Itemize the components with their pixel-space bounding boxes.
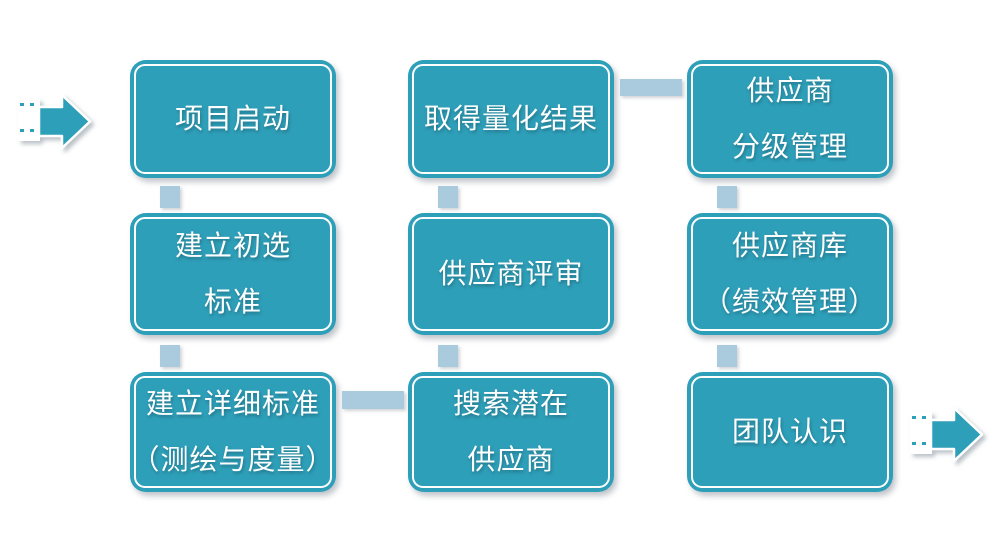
connector-col3-row2-row3 xyxy=(717,345,737,367)
flow-box-label: 团队认识 xyxy=(731,416,848,447)
flow-box-label: （测绘与度量） xyxy=(131,444,335,475)
flow-box-search-suppliers: 搜索潜在 供应商 xyxy=(408,372,614,492)
flow-box-label: 供应商库 xyxy=(731,230,848,261)
connector-row3-col1-col2 xyxy=(342,391,404,409)
flow-box-label: 取得量化结果 xyxy=(423,103,598,134)
flow-box-label: 供应商 xyxy=(467,444,555,475)
flow-box-label: 标准 xyxy=(203,286,262,317)
flow-box-detailed-criteria: 建立详细标准 （测绘与度量） xyxy=(130,372,336,492)
flow-box-label: 供应商评审 xyxy=(438,258,584,289)
connector-col1-row2-row3 xyxy=(160,345,180,367)
flow-end-arrow-icon xyxy=(908,398,986,466)
connector-col1-row1-row2 xyxy=(160,186,180,208)
connector-row1-col2-col3 xyxy=(620,79,682,96)
flow-box-supplier-review: 供应商评审 xyxy=(408,213,614,335)
flow-box-label: （绩效管理） xyxy=(702,286,877,317)
connector-col3-row1-row2 xyxy=(717,186,737,208)
flow-box-label: 搜索潜在 xyxy=(452,388,569,419)
flow-box-project-kickoff: 项目启动 xyxy=(130,60,336,178)
flow-box-label: 项目启动 xyxy=(174,103,291,134)
connector-col2-row2-row3 xyxy=(438,345,458,367)
flow-box-quantified-results: 取得量化结果 xyxy=(408,60,614,178)
connector-col2-row1-row2 xyxy=(438,186,458,208)
flow-box-label: 建立详细标准 xyxy=(145,388,320,419)
flow-box-label: 分级管理 xyxy=(731,131,848,162)
flow-box-team-recognition: 团队认识 xyxy=(687,372,893,492)
flow-box-supplier-grading: 供应商 分级管理 xyxy=(687,60,893,178)
flow-start-arrow-icon xyxy=(16,85,94,153)
flow-box-initial-criteria: 建立初选 标准 xyxy=(130,213,336,335)
flow-box-label: 供应商 xyxy=(746,75,834,106)
flow-box-supplier-database: 供应商库 （绩效管理） xyxy=(687,213,893,335)
flow-box-label: 建立初选 xyxy=(174,230,291,261)
